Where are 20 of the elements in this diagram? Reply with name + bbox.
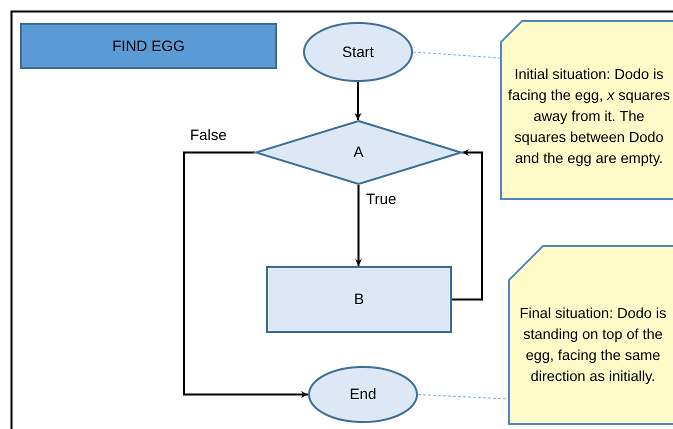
start-terminal [303, 22, 413, 82]
note-text: Final situation: Dodo is standing on top of the egg, facing the same direction as initially. [518, 304, 668, 387]
end-terminal [308, 366, 418, 423]
connector-line [412, 52, 500, 58]
flow-arrow [183, 152, 308, 398]
process-box [266, 266, 452, 333]
note-callout [500, 20, 673, 200]
flow-arrow [355, 185, 362, 266]
note-callout [508, 245, 673, 425]
node-label: FIND EGG [112, 38, 185, 54]
title-box [20, 23, 277, 69]
node-label: B [354, 291, 364, 308]
connector-line [418, 394, 508, 400]
node-label: End [350, 386, 376, 403]
note-text: Initial situation: Dodo is facing the egg, x squares away from it. The squares between Dodo and the egg are empty. [506, 66, 672, 169]
decision-diamond [255, 120, 462, 185]
node-label: Start [342, 44, 374, 60]
node-label: A [353, 144, 364, 161]
flow-arrow [354, 82, 362, 120]
flow-arrow [452, 149, 483, 300]
